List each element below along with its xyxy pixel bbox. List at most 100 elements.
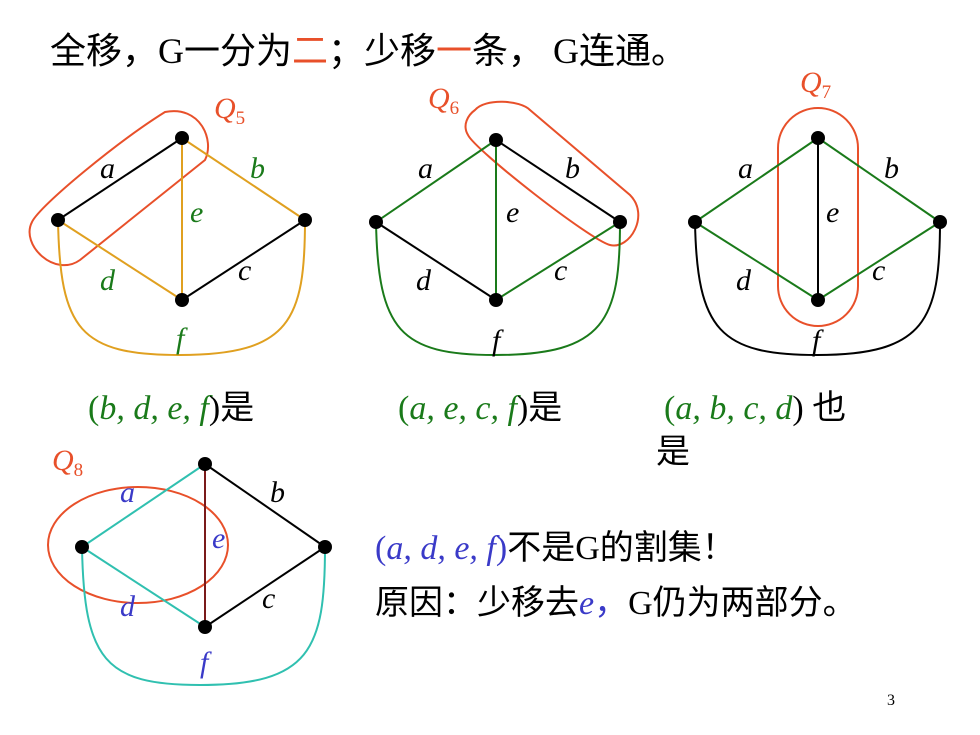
q7-loop [777,107,859,327]
caption-q7-set: a, b, c, d [675,390,793,427]
q7-label-c: c [872,254,885,287]
caption-q7-close: ) 也 [792,390,847,427]
heading-part2: 二 [292,31,329,71]
explanation-line2: 原因：少移去e，G仍为两部分。 [375,575,857,624]
explanation-set: a, d, e, f [386,530,496,567]
q7-label-d: d [736,264,752,297]
explanation-close: ) [495,530,508,567]
caption-q5-set: b, d, e, f [99,390,209,427]
q6-vertex-right [613,215,627,229]
q8-label-a: a [120,476,135,509]
page-number: 3 [887,692,895,709]
q8-edge-d [81,546,206,628]
caption-q6-open: ( [398,390,410,427]
explanation-open: ( [375,530,387,567]
q8-label-e: e [212,522,225,555]
q5-label-d: d [100,264,116,297]
q6-label-c: c [554,254,567,287]
q5-loop [28,110,210,267]
q7-vertex-top [811,131,825,145]
q6-loop [464,100,640,247]
explanation-reason: G仍为两部分。 [628,585,857,622]
q5-edge-b [181,137,306,221]
caption-q5-close: )是 [208,390,255,427]
q5-label: Q5 [214,92,245,129]
caption-q5-open: ( [88,390,100,427]
q6-label-d: d [416,264,432,297]
q5-label-a: a [100,152,115,185]
q7-label: Q7 [800,66,831,103]
q7-label-a: a [738,152,753,185]
heading-part3: ；少移 [328,31,437,71]
q8-edge-c [204,546,326,628]
explanation-head: 原因：少移去 [375,585,579,622]
q5-label-e: e [190,196,203,229]
q6-label-b: b [565,152,580,185]
q5-edge-a [57,137,183,221]
q7-edge-d [694,221,819,301]
q8-vertex-left [75,540,89,554]
q6-edge-c [495,221,621,301]
explanation-edge: e [579,585,595,622]
q5-vertex-left [51,213,65,227]
q7-label-b: b [884,152,899,185]
q6-vertex-bottom [489,293,503,307]
explanation-tail: 不是G的割集！ [507,530,736,567]
heading: 全移，G一分为二；少移一条， G连通。 [50,22,687,74]
q8-label-f: f [200,646,212,679]
explanation-line1: (a, d, e, f)不是G的割集！ [375,520,736,569]
q8-vertex-bottom [198,620,212,634]
q5-vertex-bottom [175,293,189,307]
q8-label-d: d [120,590,136,623]
caption-q7-open: ( [664,390,676,427]
graph-q5: Q5 a b e d c f [28,92,312,357]
q8-edge-f [81,546,326,687]
q8-loop [47,486,229,604]
q6-edge-d [375,221,497,301]
q6-edge-f [375,221,621,357]
caption-q6: (a, e, c, f)是 [398,380,562,429]
q6-edge-b [495,139,621,223]
q8-label-b: b [270,476,285,509]
q6-label: Q6 [428,82,459,119]
explanation-comma: ， [594,585,629,622]
q5-vertex-top [175,131,189,145]
heading-part1: 全移，G一分为 [50,31,292,71]
q5-label-b: b [250,152,265,185]
q6-vertex-left [369,215,383,229]
caption-q6-set: a, e, c, f [409,390,517,427]
caption-q5: (b, d, e, f)是 [88,380,254,429]
q7-edge-f [694,221,941,357]
q8-label-c: c [262,582,275,615]
graph-q7: Q7 a b e d c f [688,66,947,357]
q6-edge-a [375,139,497,223]
q5-vertex-right [298,213,312,227]
q7-label-f: f [812,324,824,357]
q7-vertex-bottom [811,293,825,307]
caption-q6-close: )是 [516,390,563,427]
graph-q6: Q6 a b e d c f [369,82,640,357]
q5-label-f: f [176,322,188,355]
q6-label-a: a [418,152,433,185]
q7-edge-a [694,137,819,223]
q6-label-f: f [492,324,504,357]
q8-edge-b [204,463,326,548]
q7-label-e: e [826,196,839,229]
caption-q7: (a, b, c, d) 也 [664,380,846,429]
q8-label: Q8 [52,444,83,481]
q5-edge-d [57,219,183,301]
q5-edge-c [181,219,306,301]
q7-vertex-left [688,215,702,229]
heading-part4: 一 [436,31,473,71]
caption-q7-line2: 是 [656,434,690,471]
q8-vertex-right [318,540,332,554]
q7-edge-c [817,221,941,301]
q5-label-c: c [238,254,251,287]
q8-vertex-top [198,457,212,471]
q6-label-e: e [506,196,519,229]
q7-edge-b [817,137,941,223]
q6-vertex-top [489,133,503,147]
heading-part5: 条， G连通。 [472,31,688,71]
q7-vertex-right [933,215,947,229]
